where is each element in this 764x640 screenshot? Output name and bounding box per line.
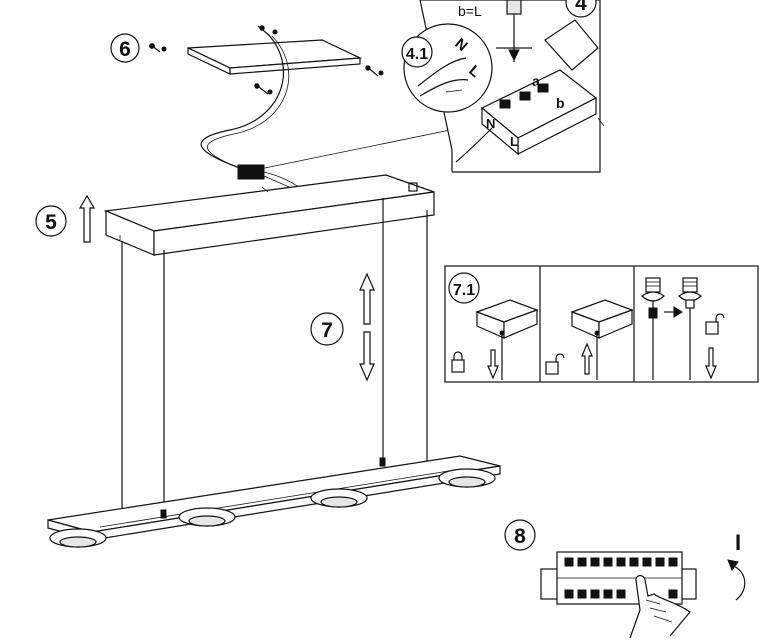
step7-label: 7 (321, 319, 333, 342)
lock-open-icon (545, 353, 565, 375)
suspension-cables (121, 198, 428, 510)
screw-icon (149, 43, 167, 53)
screwdriver-icon (496, 0, 532, 62)
terminal-cover (544, 19, 599, 71)
canopy-front (153, 191, 435, 256)
step4-1-label: 4.1 (406, 46, 428, 63)
step4-label: 4 (575, 0, 587, 15)
hand-icon (629, 574, 691, 639)
arrow-down-icon (705, 347, 717, 380)
step7-1-panel: 7.1 (444, 265, 759, 383)
step6-label: 6 (119, 38, 131, 61)
step7-1-panel-b (545, 299, 634, 380)
step7-badge (310, 312, 344, 346)
lock-open-icon (705, 313, 725, 335)
lock-closed-icon (451, 351, 465, 373)
step7-height: 7 (310, 272, 375, 382)
arrow-down-icon (487, 349, 499, 380)
step6-badge (110, 33, 140, 63)
wire-b-label: b (556, 95, 565, 111)
step4-badge (565, 0, 597, 18)
terminal-n-label: N (486, 116, 495, 131)
arrow-right-icon (664, 306, 683, 318)
wire-a-label: a (532, 73, 540, 89)
step6-ceiling-bracket: 6 (110, 25, 461, 191)
step5-canopy: 5 (35, 174, 435, 256)
lamp-head-3 (310, 488, 368, 508)
arrow-left-icon (445, 89, 463, 93)
terminal-l-label: L (510, 134, 518, 149)
lamp-bar-top (47, 455, 501, 533)
step8-breaker: 8 I (504, 519, 746, 639)
lamp-bar (47, 455, 501, 548)
step5-badge (35, 205, 67, 237)
step4-wiring-inset: b=L a b N L 4 4.1 N L (401, 0, 605, 173)
lamp-head-2 (178, 507, 236, 527)
b-equals-l-label: b=L (458, 3, 482, 19)
arrow-up-icon (581, 342, 593, 375)
screw-icon (365, 65, 384, 77)
arrow-up-icon (78, 194, 96, 243)
step7-1-badge (448, 272, 480, 304)
arrow-up-icon (359, 272, 375, 325)
step7-1-panel-c (641, 277, 725, 380)
rotate-arrow-icon (727, 559, 746, 601)
step7-1-panel-a (451, 299, 539, 380)
screw-icon (257, 25, 278, 37)
step8-label: 8 (514, 525, 526, 548)
step5-label: 5 (45, 211, 57, 234)
on-symbol: I (735, 530, 741, 555)
lamp-head-1 (49, 528, 107, 548)
cable-junction-box (237, 164, 265, 180)
step8-badge (504, 519, 536, 551)
step4-1-badge (401, 36, 433, 68)
breaker-switches (564, 557, 678, 599)
screw-icon (254, 83, 273, 95)
lamp-head-4 (438, 468, 496, 488)
arrow-down-icon (359, 331, 375, 382)
step7-1-label: 7.1 (453, 282, 475, 299)
